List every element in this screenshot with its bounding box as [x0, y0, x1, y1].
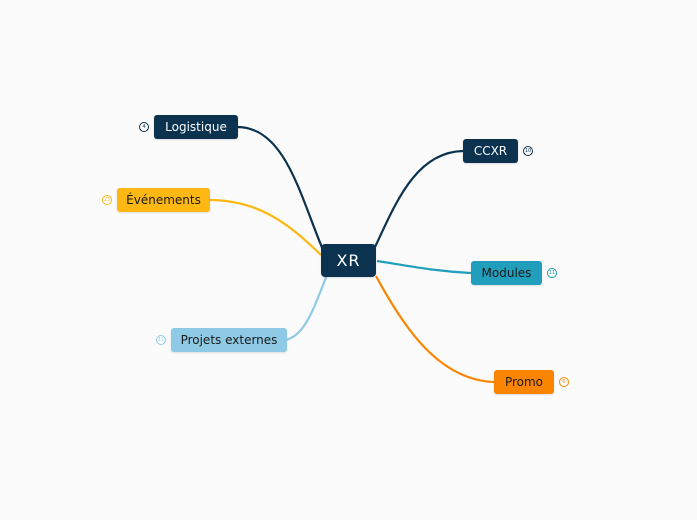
branch-label-logistique: Logistique	[165, 120, 227, 134]
root-node-label: XR	[336, 251, 361, 270]
collapse-badge-projets-externes[interactable]: 11	[156, 335, 166, 345]
connector-logistique	[236, 125, 325, 251]
branch-label-evenements: Événements	[126, 193, 201, 207]
collapse-badge-modules[interactable]: 11	[547, 268, 557, 278]
branch-label-ccxr: CCXR	[473, 144, 508, 158]
connector-promo	[375, 275, 495, 384]
branch-node-ccxr[interactable]: CCXR	[463, 139, 518, 163]
branch-node-evenements[interactable]: Événements	[117, 188, 210, 212]
root-node-xr[interactable]: XR	[321, 244, 376, 277]
branch-node-projets-externes[interactable]: Projets externes	[171, 328, 287, 352]
branch-label-promo: Promo	[504, 375, 544, 389]
collapse-badge-ccxr[interactable]: 10	[523, 146, 533, 156]
branch-node-logistique[interactable]: Logistique	[154, 115, 238, 139]
connector-modules	[376, 259, 472, 275]
connector-projets-externes	[285, 274, 329, 342]
connector-evenements	[208, 198, 322, 256]
collapse-badge-promo[interactable]: 6	[559, 377, 569, 387]
collapse-badge-evenements[interactable]: 23	[102, 195, 112, 205]
branch-label-modules: Modules	[481, 266, 532, 280]
branch-node-modules[interactable]: Modules	[471, 261, 542, 285]
collapse-badge-logistique[interactable]: 4	[139, 122, 149, 132]
branch-node-promo[interactable]: Promo	[494, 370, 554, 394]
connector-ccxr	[374, 149, 464, 248]
branch-label-projets-externes: Projets externes	[180, 333, 278, 347]
